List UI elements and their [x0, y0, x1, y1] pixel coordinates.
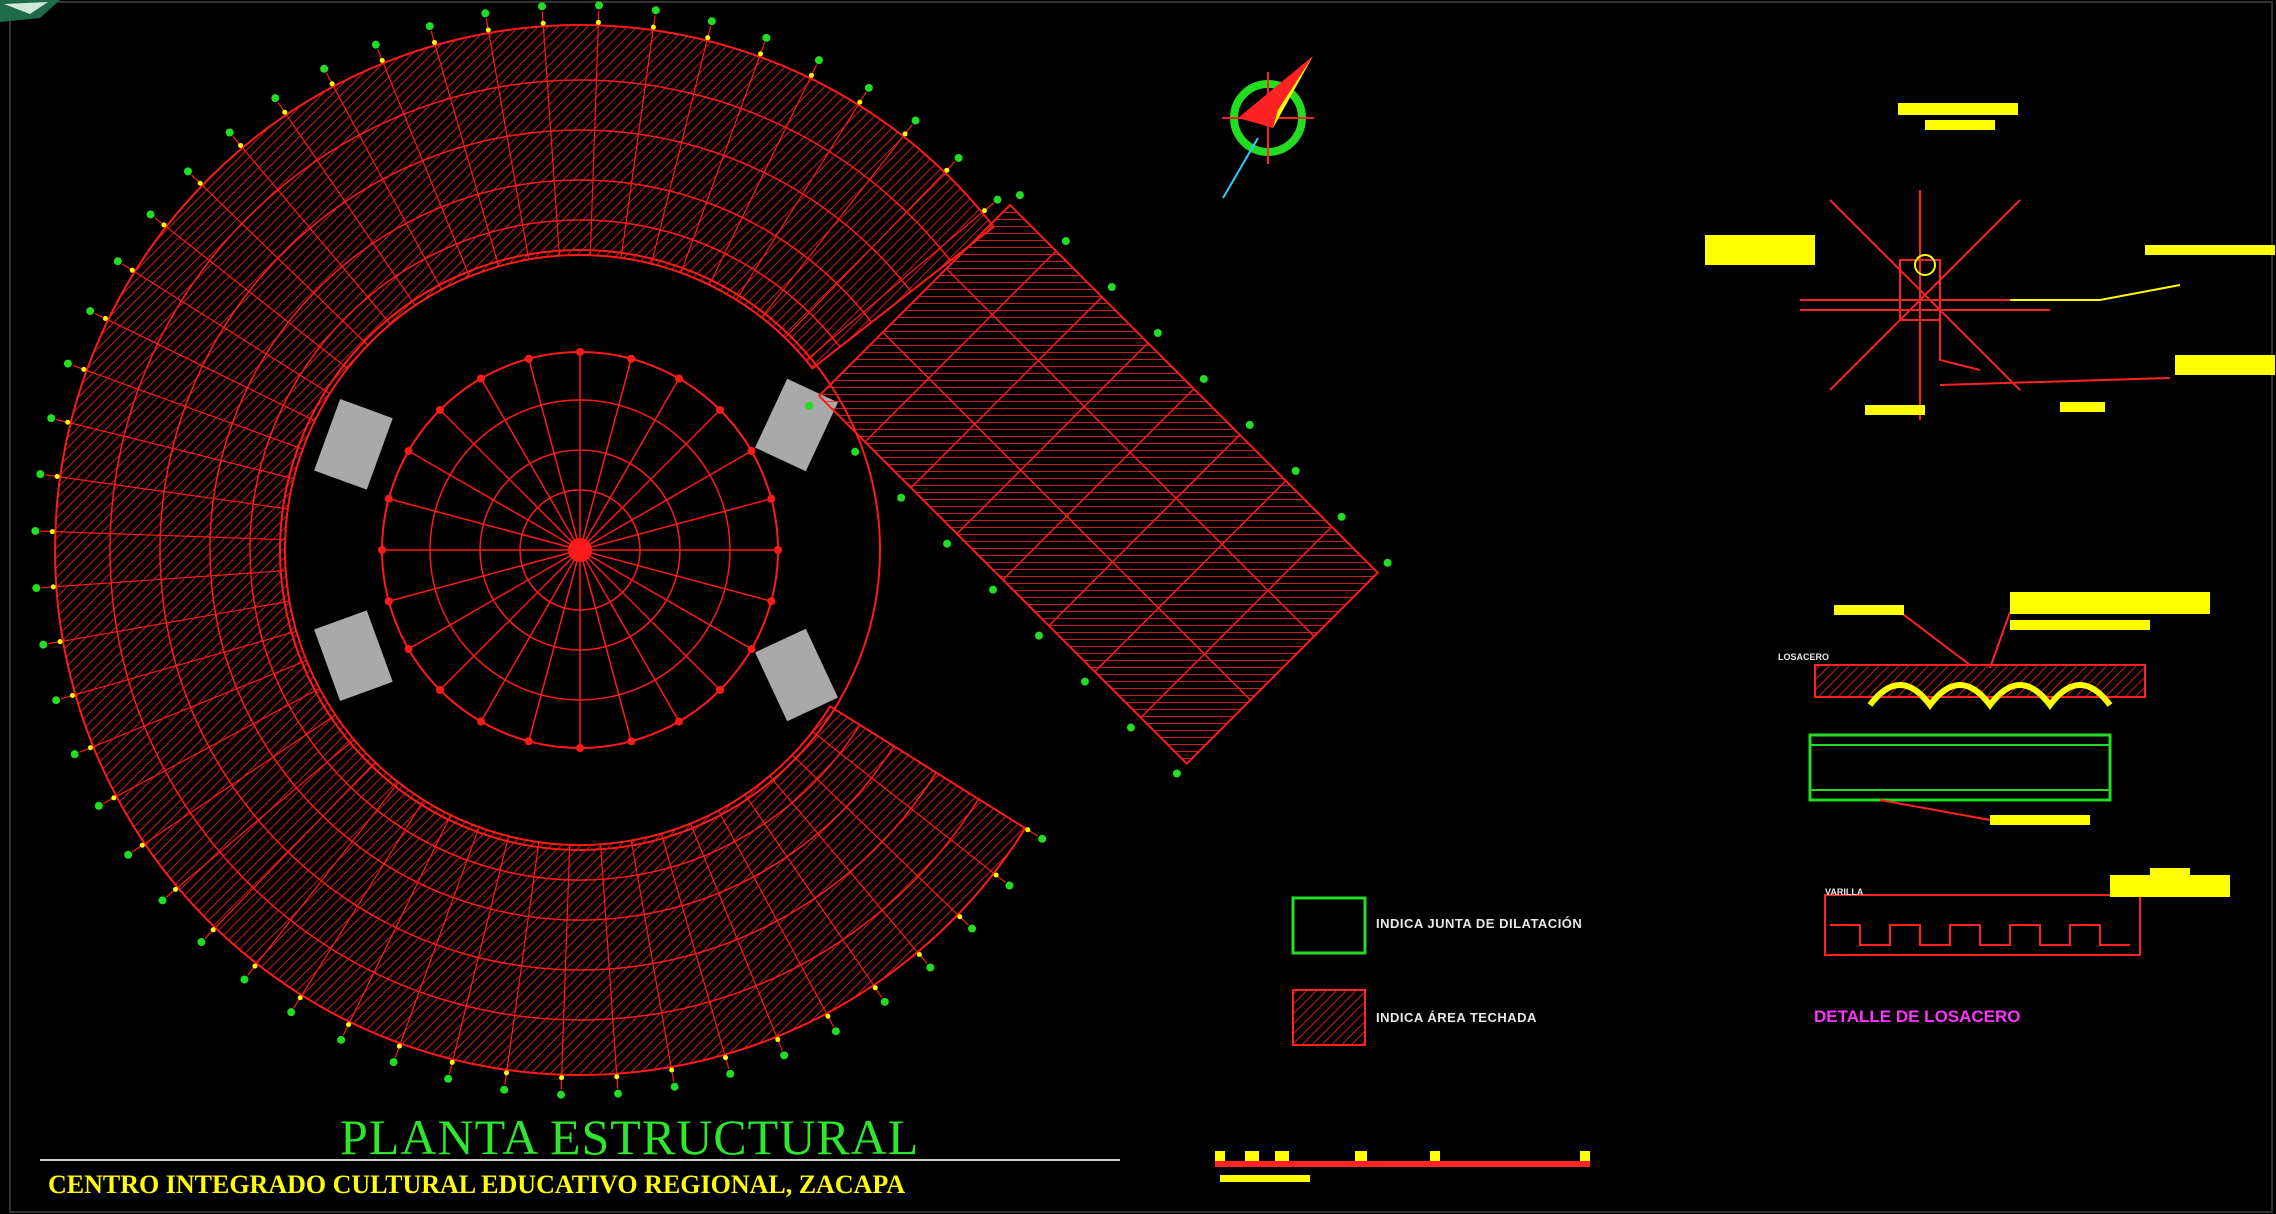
legend-joint-swatch	[1291, 896, 1367, 955]
legend-hatch-label: INDICA ÁREA TECHADA	[1376, 1010, 1537, 1025]
varilla-label: VARILLA	[1825, 887, 1864, 897]
legend-hatch-swatch	[1292, 989, 1366, 1046]
north-arrow-icon	[1222, 56, 1314, 199]
logo-corner	[0, 0, 60, 22]
circular-floor-plan	[31, 1, 1047, 1099]
column-connection-detail	[1800, 190, 2181, 420]
rectangular-wing	[805, 191, 1392, 778]
scale-bar	[1215, 1151, 1590, 1182]
detail1-callouts	[1705, 103, 2275, 415]
detail-title: DETALLE DE LOSACERO	[1814, 1007, 2021, 1026]
losacero-label: LOSACERO	[1778, 652, 1830, 662]
losacero-section-detail	[1808, 592, 2210, 825]
drawing-title: PLANTA ESTRUCTURAL	[340, 1109, 920, 1165]
drawing-subtitle: CENTRO INTEGRADO CULTURAL EDUCATIVO REGI…	[48, 1170, 906, 1199]
legend	[1291, 896, 1367, 1046]
drawing-frame	[9, 1, 2273, 1213]
legend-joint-label: INDICA JUNTA DE DILATACIÓN	[1376, 916, 1583, 931]
losacero-profile-detail	[1824, 868, 2230, 956]
